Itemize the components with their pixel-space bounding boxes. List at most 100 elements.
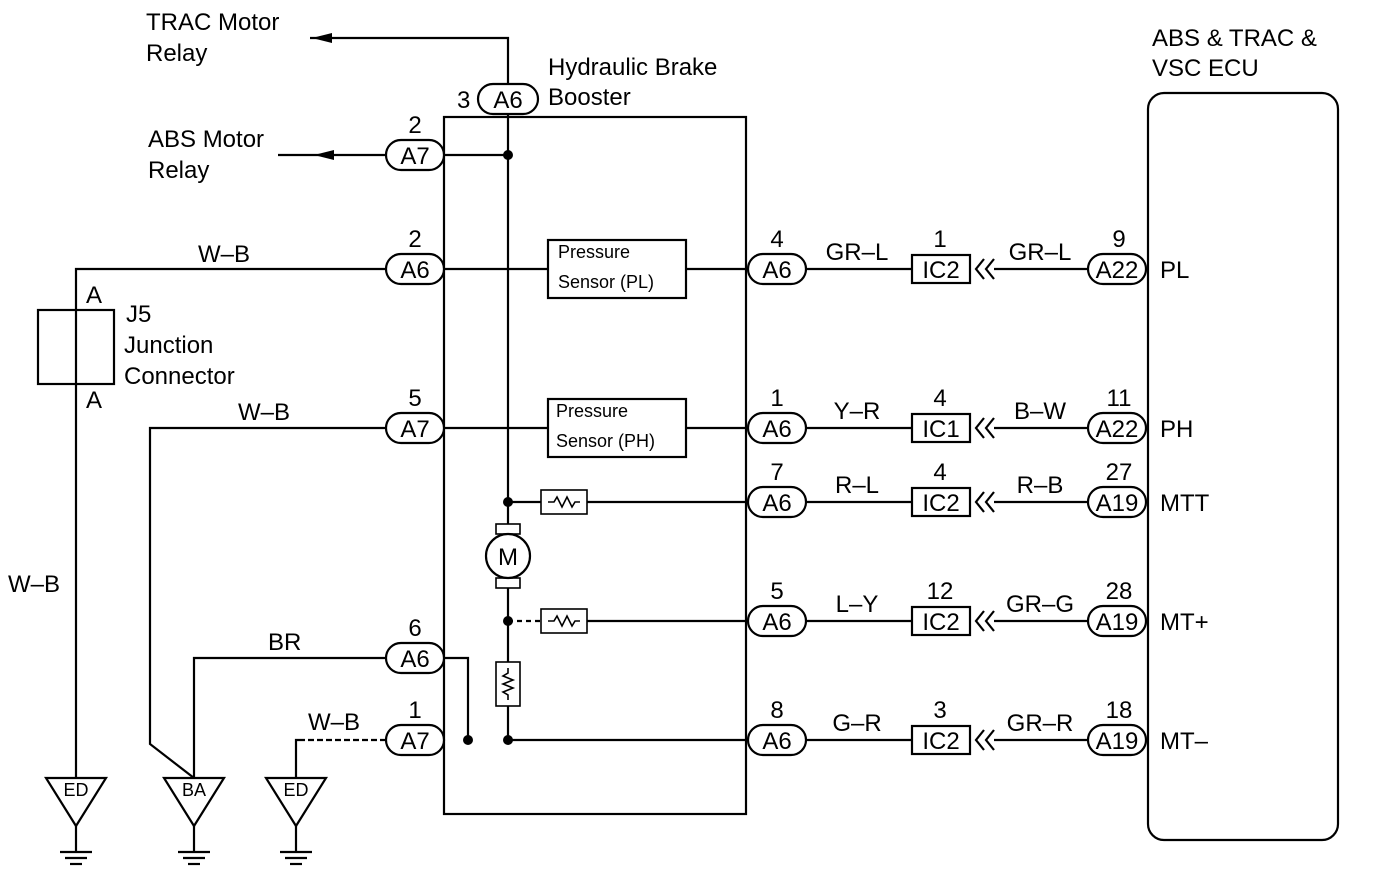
wire-label: R–B: [1017, 472, 1064, 499]
connector-ecu-code: A19: [1096, 490, 1139, 517]
chevron-left-icon: [974, 610, 985, 632]
connector-pl-feed-pin: 2: [408, 226, 421, 253]
junction-label-line3: Connector: [124, 363, 235, 390]
connector-gnd-pin: 1: [408, 697, 421, 724]
pressure-sensor-ph: [546, 397, 688, 459]
arrow-icon: [314, 150, 334, 160]
wire-label-wb-bottom: W–B: [308, 709, 360, 736]
junction-connector-pin: 4: [933, 459, 946, 486]
junction-pin-bottom: A: [86, 387, 102, 414]
resistor-vertical: [495, 661, 521, 707]
wire-internal: [444, 656, 470, 740]
wire-label: GR–G: [1006, 591, 1074, 618]
ground-point-ed-2: ED: [264, 776, 328, 866]
wire-label: GR–L: [1009, 239, 1072, 266]
connector-ecu-pin: 27: [1106, 459, 1133, 486]
wire-label: R–L: [835, 472, 879, 499]
connector-abs: [384, 138, 446, 172]
connector-ecu: [1086, 604, 1148, 638]
chevron-left-icon: [984, 729, 995, 751]
connector-booster-pin: 5: [770, 578, 783, 605]
wire-label: GR–R: [1007, 710, 1074, 737]
chevron-left-icon: [984, 417, 995, 439]
connector-abs-code: A7: [400, 143, 429, 170]
connector-gnd-code: A7: [400, 728, 429, 755]
connector-booster-pin: 1: [770, 385, 783, 412]
connector-gnd: [384, 723, 446, 757]
connector-ph-feed: [384, 411, 446, 445]
connector-booster-code: A6: [762, 609, 791, 636]
connector-ecu-code: A19: [1096, 609, 1139, 636]
motor-symbol: M: [498, 544, 518, 571]
junction-connector: [910, 605, 972, 637]
ecu-terminal-label: PL: [1160, 257, 1189, 284]
connector-ecu-code: A22: [1096, 257, 1139, 284]
connector-booster-code: A6: [762, 416, 791, 443]
connector-booster-pin: 4: [770, 226, 783, 253]
junction-connector-code: IC2: [922, 490, 959, 517]
junction-connector-code: IC2: [922, 257, 959, 284]
ecu-terminal-label: PH: [1160, 416, 1193, 443]
pressure-sensor-pl: [546, 238, 688, 300]
sensor-pl-line1: Pressure: [558, 242, 630, 262]
sensor-ph-line1: Pressure: [556, 401, 628, 421]
ground-label: ED: [283, 780, 308, 800]
ecu-terminal-label: MTT: [1160, 490, 1210, 517]
ecu-terminal-label: MT–: [1160, 728, 1209, 755]
junction-connector: [910, 486, 972, 518]
junction-connector: [910, 412, 972, 444]
ground-label: BA: [182, 780, 206, 800]
sensor-pl-line2: Sensor (PL): [558, 272, 654, 292]
ecu-title-line2: VSC ECU: [1152, 55, 1259, 82]
abs-relay-line2: Relay: [148, 157, 209, 184]
ground-point-ba: BA: [162, 776, 226, 866]
ground-label: ED: [63, 780, 88, 800]
trac-relay-line1: TRAC Motor: [146, 9, 279, 36]
chevron-left-icon: [974, 491, 985, 513]
connector-ecu-pin: 28: [1106, 578, 1133, 605]
connector-br-pin: 6: [408, 615, 421, 642]
junction-connector-pin: 4: [933, 385, 946, 412]
connector-ph-feed-code: A7: [400, 416, 429, 443]
connector-ecu: [1086, 411, 1148, 445]
connector-booster-code: A6: [762, 490, 791, 517]
junction-connector-code: IC2: [922, 728, 959, 755]
ground-point-ed-1: ED: [44, 776, 108, 866]
connector-ecu: [1086, 723, 1148, 757]
chevron-left-icon: [974, 417, 985, 439]
connector-pl-feed-code: A6: [400, 257, 429, 284]
junction-connector-pin: 12: [927, 578, 954, 605]
wire-label-wb-vertical: W–B: [8, 571, 60, 598]
connector-ecu-pin: 11: [1107, 385, 1132, 412]
connector-abs-pin: 2: [408, 112, 421, 139]
junction-connector-pin: 3: [933, 697, 946, 724]
wire-wb-bottom-drop: [294, 738, 300, 778]
connector-ecu: [1086, 252, 1148, 286]
connector-ph-feed-pin: 5: [408, 385, 421, 412]
wire-br: [192, 656, 386, 778]
connector-ecu: [1086, 485, 1148, 519]
connector-br: [384, 641, 446, 675]
chevron-left-icon: [984, 491, 995, 513]
junction-label-line2: Junction: [124, 332, 213, 359]
arrow-icon: [312, 33, 332, 43]
connector-trac-pin: 3: [457, 87, 470, 114]
connector-ecu-code: A19: [1096, 728, 1139, 755]
ecu-title-line1: ABS & TRAC &: [1152, 25, 1317, 52]
connector-booster-pin: 7: [770, 459, 783, 486]
wire-label: Y–R: [834, 398, 881, 425]
junction-connector-pin: 1: [933, 226, 946, 253]
chevron-left-icon: [984, 610, 995, 632]
junction-connector: [910, 253, 972, 285]
trac-relay-line2: Relay: [146, 40, 207, 67]
wire-wb-mid: [148, 426, 386, 779]
wire-label: B–W: [1014, 398, 1066, 425]
connector-br-code: A6: [400, 646, 429, 673]
wire-label-wb-top: W–B: [198, 241, 250, 268]
chevron-left-icon: [984, 258, 995, 280]
sensor-ph-line2: Sensor (PH): [556, 431, 655, 451]
connector-booster-pin: 8: [770, 697, 783, 724]
booster-box: [442, 115, 748, 816]
